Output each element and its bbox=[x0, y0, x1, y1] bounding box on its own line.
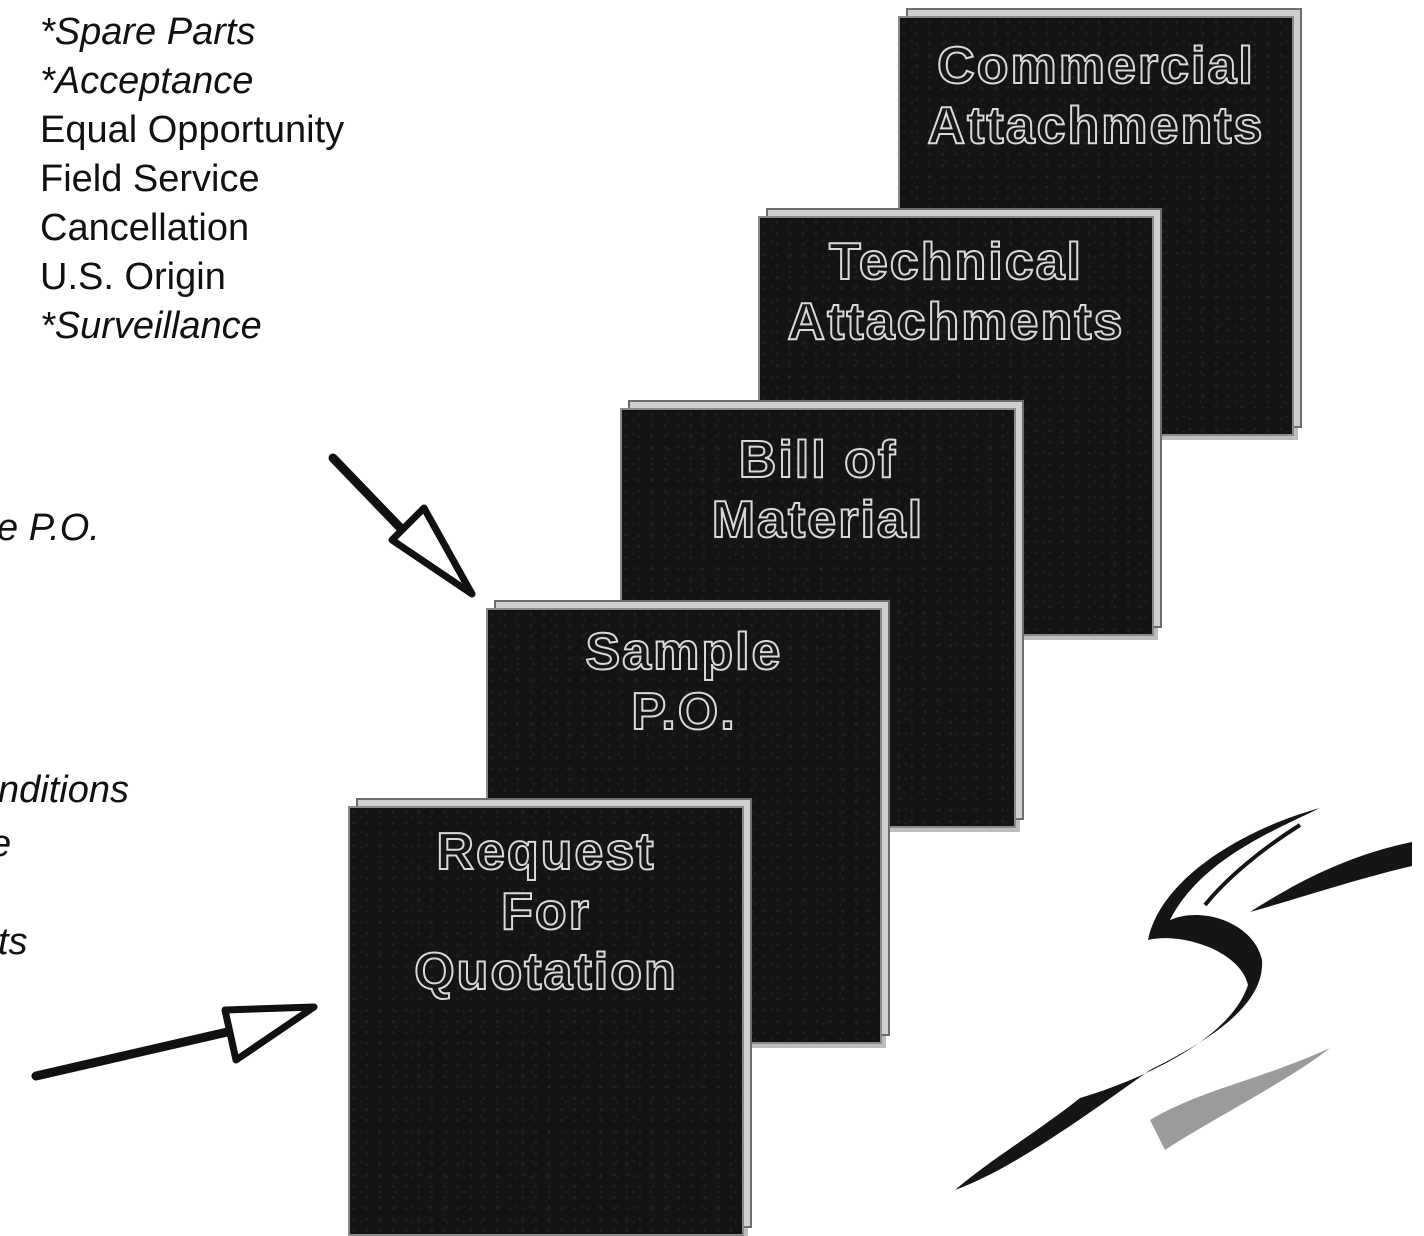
clause-item-spare-parts: *Spare Parts bbox=[40, 11, 256, 53]
arrow-right-icon bbox=[31, 1003, 318, 1081]
fragment-ts: ts bbox=[0, 921, 28, 963]
doc-rfq-line-1: Request bbox=[435, 822, 656, 882]
fragment-conditions: nditions bbox=[0, 769, 129, 811]
doc-technical-title: Technical Attachments bbox=[760, 232, 1152, 352]
doc-po-title: Sample P.O. bbox=[488, 622, 880, 742]
clause-item-field-service: Field Service bbox=[40, 158, 260, 200]
clause-item-equal-opportunity: Equal Opportunity bbox=[40, 109, 345, 151]
doc-po-line-2: P.O. bbox=[630, 682, 737, 742]
fragment-e: e bbox=[0, 824, 11, 864]
arrow-down-right-icon bbox=[328, 453, 476, 598]
clause-item-cancellation: Cancellation bbox=[40, 207, 250, 249]
doc-commercial-title: Commercial Attachments bbox=[900, 36, 1292, 156]
doc-technical-line-1: Technical bbox=[828, 232, 1083, 292]
doc-commercial-line-2: Attachments bbox=[927, 96, 1265, 156]
fragment-po: e P.O. bbox=[0, 507, 100, 549]
clause-list: *Spare Parts *Acceptance Equal Opportuni… bbox=[40, 8, 344, 351]
clause-item-us-origin: U.S. Origin bbox=[40, 256, 226, 298]
doc-request-for-quotation: Request For Quotation bbox=[348, 806, 744, 1236]
doc-bom-line-1: Bill of bbox=[738, 430, 898, 490]
doc-rfq-title: Request For Quotation bbox=[350, 822, 742, 1002]
doc-bom-line-2: Material bbox=[711, 490, 925, 550]
doc-po-line-1: Sample bbox=[585, 622, 783, 682]
clause-item-surveillance: *Surveillance bbox=[40, 305, 262, 347]
doc-technical-line-2: Attachments bbox=[787, 292, 1125, 352]
clause-item-acceptance: *Acceptance bbox=[40, 60, 254, 102]
doc-rfq-line-2: For bbox=[500, 882, 591, 942]
doc-commercial-line-1: Commercial bbox=[936, 36, 1255, 96]
doc-bom-title: Bill of Material bbox=[622, 430, 1014, 550]
brush-stroke-logo bbox=[955, 808, 1412, 1190]
doc-rfq-line-3: Quotation bbox=[413, 942, 678, 1002]
